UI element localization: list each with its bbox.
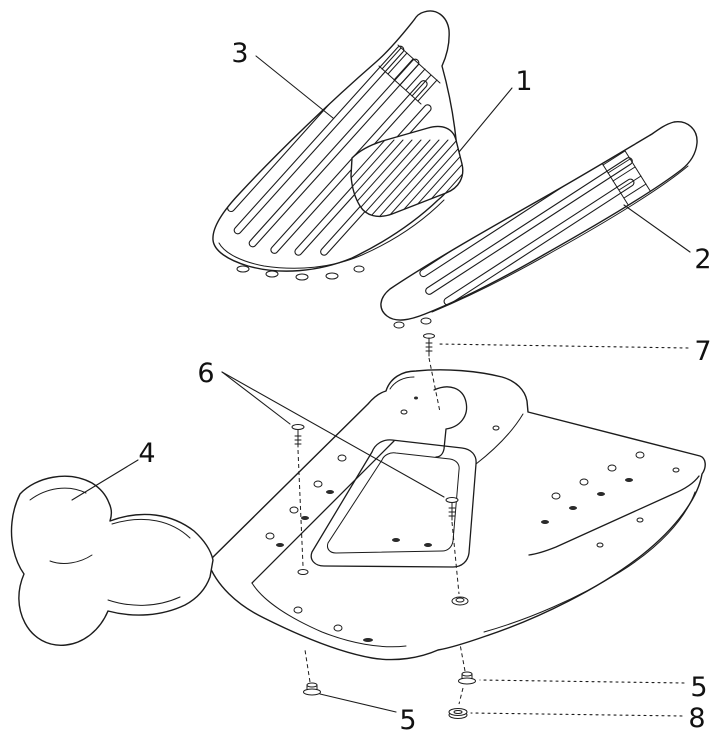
leader-6b [221, 371, 445, 498]
callout-8: 8 [688, 703, 705, 734]
callout-7: 7 [694, 336, 711, 367]
assembly-axis-dashed [428, 357, 441, 413]
callout-5-left: 5 [399, 705, 416, 736]
mudflap-arm-line [107, 596, 181, 606]
leader-7-dotted [437, 343, 689, 349]
screw-hole-front-left [297, 569, 309, 575]
tunnel-right-line [475, 413, 524, 465]
left-rail-inner-edge [251, 440, 395, 584]
screw-7 [423, 333, 441, 413]
callout-labels: 3 1 2 7 6 4 5 8 5 [138, 38, 711, 736]
callout-1: 1 [515, 66, 532, 97]
floor-panel [207, 369, 706, 661]
mudflap-fold-line [49, 554, 93, 564]
apron-inner-line [251, 582, 407, 648]
screw-6b [445, 497, 460, 595]
screw-6a [291, 424, 305, 567]
leader-3 [255, 55, 334, 119]
mudflap-fold-line [29, 487, 87, 501]
leader-lines [71, 55, 691, 717]
leader-4 [71, 459, 139, 501]
nut-5-right [458, 643, 476, 685]
assembly-axis-dashed [459, 643, 466, 672]
leader-5-right-dotted [479, 679, 685, 684]
leader-1 [458, 87, 513, 153]
mudflap [10, 475, 214, 646]
leader-8-dotted [470, 712, 683, 717]
callout-6: 6 [197, 358, 214, 389]
skirt-inner-line [483, 491, 696, 633]
callout-2: 2 [694, 244, 711, 275]
washer-8 [448, 687, 468, 719]
assembly-axis-dashed [451, 521, 460, 595]
leader-6a [221, 371, 291, 425]
callout-3: 3 [231, 38, 248, 69]
center-opening-outer-frame [310, 439, 477, 568]
assembly-axis-dashed [458, 687, 464, 705]
mudflap-arm-line [111, 518, 191, 539]
assembly-axis-dashed [297, 449, 304, 567]
center-opening-inner-frame [327, 452, 460, 554]
mat-thickness-line [431, 165, 689, 313]
nut-5-left [303, 649, 321, 696]
arch-hook-bracket [433, 386, 468, 458]
right-rail-edge [528, 475, 700, 556]
callout-4: 4 [138, 438, 155, 469]
arch-inner-line [389, 376, 415, 390]
callout-5-right: 5 [690, 672, 707, 703]
leader-5-left [319, 693, 397, 713]
assembly-axis-dashed [304, 649, 311, 683]
leader-2 [623, 204, 691, 253]
mat-thickness-line [218, 199, 445, 269]
